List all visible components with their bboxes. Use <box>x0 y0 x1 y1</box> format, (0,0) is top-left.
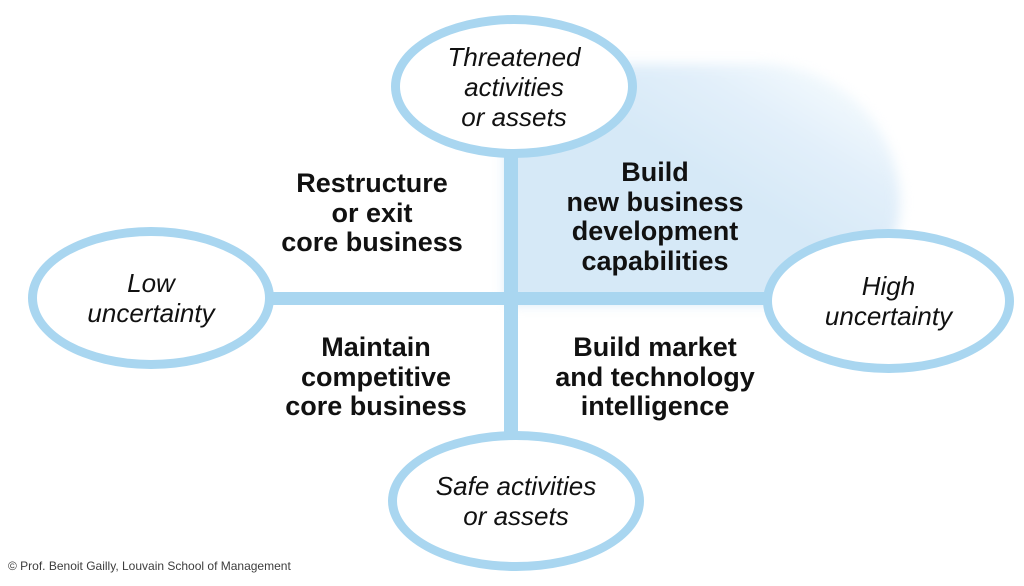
quadrant-maintain-core-business: Maintain competitive core business <box>255 332 497 422</box>
text-line: core business <box>285 391 467 421</box>
text-line: uncertainty <box>87 298 215 328</box>
text-line: or assets <box>463 501 569 531</box>
text-line: new business <box>566 186 744 217</box>
text-line: Maintain <box>321 332 431 362</box>
quadrant-restructure-or-exit: Restructure or exit core business <box>248 168 496 258</box>
vertical-axis-line <box>504 145 518 443</box>
text-line: Build market <box>573 332 737 362</box>
text-line: development <box>571 216 739 246</box>
ellipse-threatened-activities: Threatened activities or assets <box>391 15 637 158</box>
text-line: Threatened <box>447 41 581 72</box>
ellipse-safe-activities: Safe activities or assets <box>388 431 644 571</box>
ellipse-low-uncertainty: Low uncertainty <box>28 227 274 369</box>
text-line: or exit <box>331 197 413 228</box>
text-line: uncertainty <box>824 301 953 331</box>
text-line: intelligence <box>580 391 730 421</box>
text-line: and technology <box>555 361 755 392</box>
text-line: core business <box>281 227 463 257</box>
text-line: Build <box>621 157 689 187</box>
text-line: Safe activities <box>435 471 597 501</box>
text-line: activities <box>464 71 564 102</box>
quadrant-build-capabilities: Build new business development capabilit… <box>530 157 780 276</box>
text-line: Restructure <box>296 168 448 198</box>
text-line: capabilities <box>581 245 729 276</box>
text-line: or assets <box>461 101 567 132</box>
text-line: competitive <box>300 361 452 392</box>
quadrant-build-intelligence: Build market and technology intelligence <box>530 332 780 422</box>
text-line: High <box>861 271 916 301</box>
copyright-text: © Prof. Benoit Gailly, Louvain School of… <box>8 559 291 573</box>
ellipse-high-uncertainty: High uncertainty <box>763 229 1014 373</box>
text-line: Low <box>127 268 175 298</box>
